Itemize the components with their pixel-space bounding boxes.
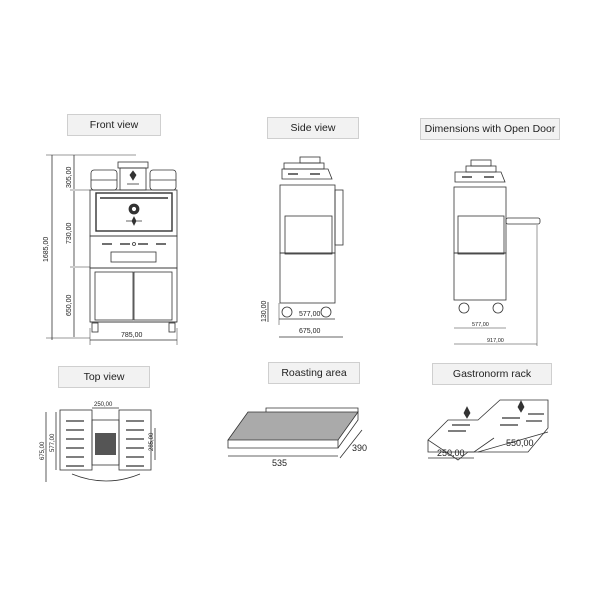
top-chimney-width: 250,00	[94, 402, 113, 408]
rack-length: 550,00	[506, 438, 534, 448]
side-inner-depth: 577,00	[299, 311, 321, 318]
open-total-depth: 917,00	[487, 338, 504, 344]
gastronorm-rack-drawing: 250,00 550,00	[427, 399, 549, 461]
top-view-drawing: 250,00 675,00 577,00 285,00	[40, 402, 156, 482]
front-top-height: 305,00	[66, 166, 73, 188]
front-view-drawing: 1685,00 305,00 730,00 650,00 785,00	[43, 154, 178, 345]
side-wheel-height: 130,00	[261, 300, 268, 322]
top-grate-depth: 285,00	[149, 432, 155, 451]
top-total-depth: 675,00	[40, 441, 46, 460]
rack-width: 250,00	[437, 448, 465, 458]
side-view-drawing: 130,00 577,00 675,00	[261, 156, 344, 338]
front-width: 785,00	[121, 332, 143, 339]
top-view-label: Top view	[58, 366, 150, 388]
open-door-drawing: 577,00 917,00	[453, 159, 541, 346]
front-view-label: Front view	[67, 114, 161, 136]
front-middle-height: 730,00	[66, 222, 73, 244]
roast-width: 535	[272, 458, 287, 468]
roasting-area-drawing: 535 390	[227, 407, 367, 468]
top-inner-depth: 577,00	[50, 433, 56, 452]
open-inner-depth: 577,00	[472, 322, 489, 328]
gastronorm-rack-label: Gastronorm rack	[432, 363, 552, 385]
side-view-label: Side view	[267, 117, 359, 139]
open-door-label: Dimensions with Open Door	[420, 118, 560, 140]
front-bottom-height: 650,00	[66, 294, 73, 316]
front-total-height: 1685,00	[43, 237, 50, 262]
side-total-depth: 675,00	[299, 328, 321, 335]
roast-depth: 390	[352, 443, 367, 453]
roasting-area-label: Roasting area	[268, 362, 360, 384]
